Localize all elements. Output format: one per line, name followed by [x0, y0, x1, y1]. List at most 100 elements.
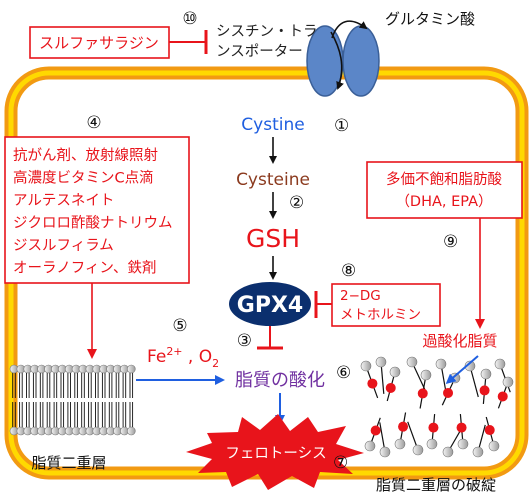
- ferroptosis-starburst: [186, 414, 364, 490]
- num-1: ①: [334, 116, 349, 136]
- lipid-head: [127, 426, 136, 436]
- inducers-list: 抗がん剤、放射線照射高濃度ビタミンC点滴アルテスネイトジクロロ酢酸ナトリウムジス…: [13, 147, 173, 277]
- num-4: ④: [86, 113, 101, 133]
- lipid-tail: [67, 402, 71, 428]
- broken-lipid-head: [472, 446, 484, 458]
- oxidized-lipid-spot: [367, 378, 378, 389]
- lipid-tail: [26, 402, 30, 428]
- broken-lipid-head: [420, 369, 432, 381]
- broken-lipid-head: [426, 438, 438, 450]
- lipid-tail: [108, 372, 113, 398]
- lipid-tail: [12, 402, 16, 428]
- gsh-label: GSH: [246, 224, 300, 253]
- lipid-tail: [19, 372, 23, 398]
- gpx4-label: GPX4: [237, 293, 303, 318]
- cystine-label: Cystine: [241, 115, 304, 135]
- fe-text: Fe: [147, 347, 166, 367]
- lipid-tail: [39, 402, 44, 428]
- iron-oxygen-label: Fe2+ , O2: [147, 345, 219, 370]
- gpx4-inhibitor-1: 2−DG: [340, 288, 381, 304]
- inducer-item: アルテスネイト: [13, 192, 114, 209]
- lipid-tail: [12, 372, 16, 398]
- broken-lipid-head: [394, 438, 406, 450]
- broken-lipid-tail: [469, 365, 479, 398]
- num-3: ③: [237, 331, 252, 351]
- inducers-box: [4, 136, 190, 284]
- lipid-tail: [129, 372, 134, 398]
- num-9: ⑨: [443, 232, 458, 252]
- oxidized-lipid-spot: [456, 422, 467, 433]
- lipid-tail: [39, 372, 44, 398]
- broken-lipid-head: [488, 440, 500, 452]
- sulfasalazine-label: スルファサラジン: [39, 34, 159, 52]
- pufa-box: [366, 161, 523, 219]
- gpx4-inhibitors-box: [331, 283, 441, 327]
- transporter-label-line1: シスチン・トラ: [216, 24, 318, 40]
- o-text: O: [199, 347, 212, 367]
- oxidized-lipid-spot: [398, 421, 409, 432]
- lipid-tail: [81, 402, 85, 428]
- lipid-oxidation-label: 脂質の酸化: [235, 370, 325, 391]
- num-10: ⑩: [182, 9, 197, 29]
- oxidized-lipid-spot: [370, 425, 381, 436]
- cystine-glutamate-transporter-icon: [306, 25, 380, 97]
- lipid-tail: [115, 372, 120, 398]
- lipid-bilayer-illustration: [9, 364, 136, 436]
- oxidized-lipid-spot: [385, 382, 396, 393]
- lipid-tail: [60, 402, 65, 428]
- pufa-line1: 多価不飽和脂肪酸: [386, 171, 502, 188]
- broken-lipid-head: [435, 358, 447, 370]
- gpx4-node: [229, 282, 311, 326]
- cystine-import-arrow: [330, 31, 344, 90]
- transporter-label-line2: ンスポーター: [216, 43, 303, 60]
- num-6: ⑥: [336, 363, 351, 383]
- inducer-item: オーラノフィン、鉄剤: [13, 260, 157, 277]
- inducer-item: ジクロロ酢酸ナトリウム: [13, 215, 173, 232]
- lipid-tail: [95, 372, 99, 398]
- broken-lipid-head: [379, 446, 391, 458]
- num-2: ②: [289, 193, 304, 213]
- oxidized-lipid-spot: [417, 388, 428, 399]
- lipid-tail: [129, 402, 134, 428]
- broken-lipid-head: [360, 360, 372, 372]
- pufa-line2: （DHA, EPA）: [395, 193, 492, 210]
- broken-lipid-head: [364, 440, 376, 452]
- broken-lipid-head: [412, 444, 424, 456]
- lipid-tail: [67, 372, 71, 398]
- lipid-tail: [32, 372, 37, 398]
- oxidized-lipid-spot: [428, 422, 439, 433]
- lipid-tail: [32, 402, 37, 428]
- broken-lipid-tail: [380, 361, 385, 394]
- bilayer-label: 脂質二重層: [31, 454, 106, 472]
- num-5: ⑤: [172, 316, 187, 336]
- inducer-item: 抗がん剤、放射線照射: [13, 147, 158, 164]
- broken-lipid-head: [389, 366, 401, 378]
- lipid-tail: [53, 402, 58, 428]
- oxidized-lipid-spot: [479, 385, 490, 396]
- glutamate-label: グルタミン酸: [385, 10, 475, 28]
- lipid-tail: [122, 372, 127, 398]
- broken-lipid-head: [480, 368, 492, 380]
- sep-text: ,: [183, 347, 199, 367]
- lipid-tail: [108, 402, 113, 428]
- lipid-head: [127, 364, 136, 374]
- broken-lipid-head: [442, 446, 454, 458]
- lipid-tail: [115, 402, 120, 428]
- lipid-tail: [88, 372, 92, 398]
- inducer-item: 高濃度ビタミンC点滴: [13, 169, 154, 187]
- bilayer-broken-label: 脂質二重層の破綻: [376, 476, 496, 494]
- lipid-tail: [101, 402, 106, 428]
- lipid-tail: [81, 372, 85, 398]
- cysteine-label: Cysteine: [236, 170, 310, 190]
- broken-lipid-head: [502, 376, 514, 388]
- num-7: ⑦: [333, 453, 348, 473]
- oxidized-lipid-spot: [497, 391, 508, 402]
- lipid-tail: [60, 372, 65, 398]
- lipid-tail: [122, 402, 127, 428]
- oxidized-lipid-spot: [443, 387, 454, 398]
- lipid-tail: [53, 372, 58, 398]
- gpx4-inhibitor-2: メトホルミン: [340, 307, 421, 323]
- glutamate-export-arrow: [331, 20, 368, 39]
- lipid-tail: [74, 402, 78, 428]
